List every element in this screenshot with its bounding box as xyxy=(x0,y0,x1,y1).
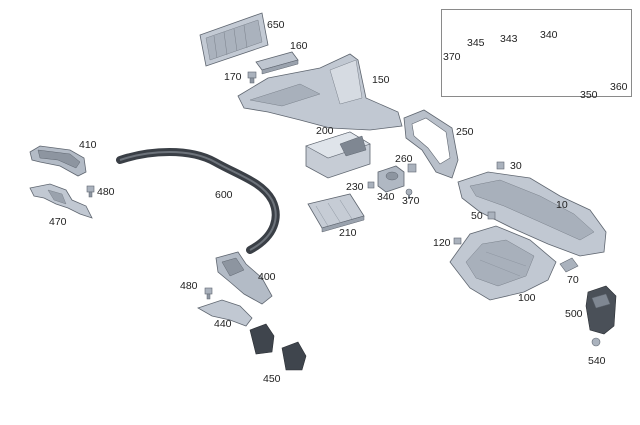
label-210: 210 xyxy=(339,227,357,239)
part-450-blocks xyxy=(249,323,307,371)
label-400: 400 xyxy=(258,271,276,283)
label-70: 70 xyxy=(567,274,579,286)
part-480-clip-lower xyxy=(204,287,213,300)
part-160-bracket xyxy=(255,51,299,75)
inset-label-345: 345 xyxy=(467,37,485,49)
label-120: 120 xyxy=(433,237,451,249)
part-10-panel xyxy=(457,171,607,257)
label-340: 340 xyxy=(377,191,395,203)
label-650: 650 xyxy=(267,19,285,31)
part-250-frame xyxy=(403,109,459,179)
part-540-clip xyxy=(591,337,601,347)
label-440: 440 xyxy=(214,318,232,330)
part-500-panel xyxy=(585,285,617,335)
part-230-clip xyxy=(367,181,375,189)
label-370: 370 xyxy=(402,195,420,207)
part-200-housing xyxy=(305,131,371,179)
part-30-clip xyxy=(496,161,505,170)
part-170-clip xyxy=(247,71,257,84)
label-410: 410 xyxy=(79,139,97,151)
part-70-clip xyxy=(559,257,579,273)
label-100: 100 xyxy=(518,292,536,304)
part-260-fitting xyxy=(407,163,417,173)
part-440-bracket xyxy=(197,299,253,327)
part-370-screw xyxy=(405,188,413,199)
label-500: 500 xyxy=(565,308,583,320)
inset-label-340: 340 xyxy=(540,29,558,41)
part-100-panel xyxy=(449,225,557,301)
label-230: 230 xyxy=(346,181,364,193)
part-410-duct xyxy=(29,145,87,177)
label-480-lower: 480 xyxy=(180,280,198,292)
label-150: 150 xyxy=(372,74,390,86)
label-170: 170 xyxy=(224,71,242,83)
inset-label-350: 350 xyxy=(580,89,598,101)
inset-label-343: 343 xyxy=(500,33,518,45)
inset-label-360: 360 xyxy=(610,81,628,93)
part-400-bracket xyxy=(215,251,273,305)
part-600-hose xyxy=(116,148,280,254)
part-120-clip xyxy=(453,237,462,245)
label-10: 10 xyxy=(556,199,568,211)
part-480-clip-left xyxy=(86,185,95,198)
part-650-filter xyxy=(199,12,269,67)
part-150-cover xyxy=(237,53,403,131)
label-540: 540 xyxy=(588,355,606,367)
label-160: 160 xyxy=(290,40,308,52)
label-470: 470 xyxy=(49,216,67,228)
label-450: 450 xyxy=(263,373,281,385)
label-260: 260 xyxy=(395,153,413,165)
part-50-clip xyxy=(487,211,496,220)
label-50: 50 xyxy=(471,210,483,222)
inset-label-370: 370 xyxy=(443,51,461,63)
part-210-filter xyxy=(307,193,365,233)
inset-frame xyxy=(441,9,632,97)
part-470-bracket xyxy=(29,183,93,219)
part-340-motor xyxy=(377,165,405,193)
label-600: 600 xyxy=(215,189,233,201)
label-200: 200 xyxy=(316,125,334,137)
label-250: 250 xyxy=(456,126,474,138)
label-30: 30 xyxy=(510,160,522,172)
label-480-left: 480 xyxy=(97,186,115,198)
